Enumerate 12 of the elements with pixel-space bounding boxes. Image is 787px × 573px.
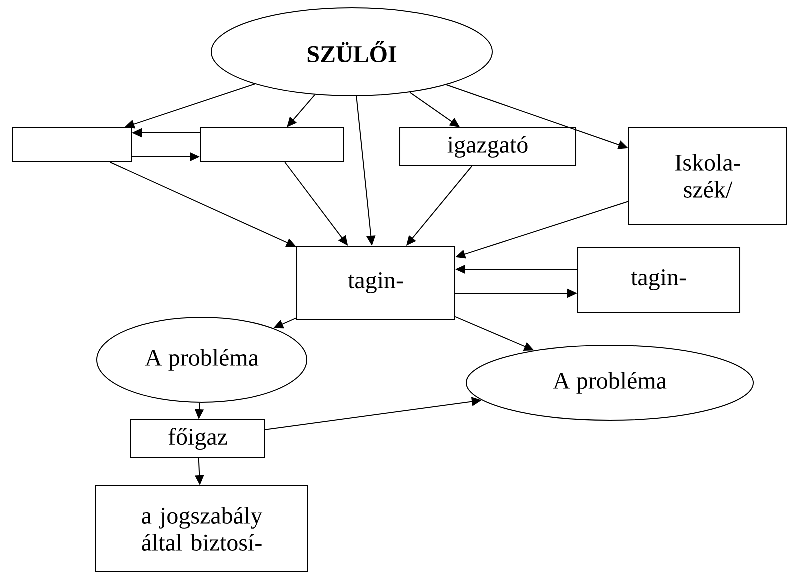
arrow <box>287 94 316 128</box>
process-box: főigaz <box>130 420 266 458</box>
ellipse-node: A probléma <box>96 317 308 403</box>
process-box <box>12 128 132 162</box>
process-box: tagin- <box>296 246 456 320</box>
process-box: tagin- <box>578 247 740 313</box>
ellipse-node: SZÜLŐI <box>211 8 493 96</box>
ellipse-node: A probléma <box>466 345 754 421</box>
process-box: igazgató <box>400 128 576 166</box>
process-box: Iskola- szék/ <box>628 127 787 225</box>
process-box <box>200 128 344 162</box>
process-box: a jogszabály által biztosí- <box>96 486 308 572</box>
